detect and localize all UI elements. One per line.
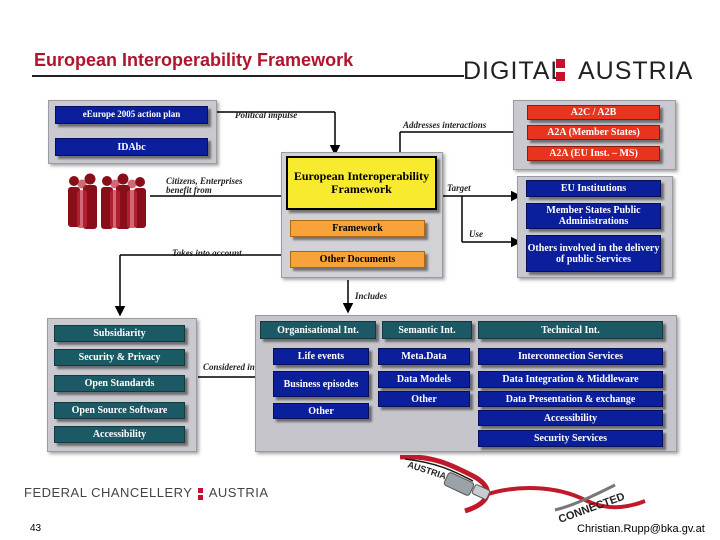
target-label: Target xyxy=(447,183,471,193)
a2a-eu-inst-item: A2A (EU Inst. – MS) xyxy=(527,146,660,161)
brand-mark-bottom xyxy=(556,72,565,81)
framework-box: Framework xyxy=(290,220,425,237)
use-label: Use xyxy=(469,229,483,239)
organisational-int-header: Organisational Int. xyxy=(260,321,376,339)
political-impulse-label: Political impulse xyxy=(235,110,298,120)
people-figures-icon xyxy=(68,173,146,229)
a2c-item: A2C / A2B xyxy=(527,105,660,120)
interconnection-services-box: Interconnection Services xyxy=(478,348,663,365)
other-documents-box: Other Documents xyxy=(290,251,425,268)
open-source-software-box: Open Source Software xyxy=(54,402,185,419)
federal-chancellery-logo: FEDERAL CHANCELLERY AUSTRIA xyxy=(24,485,269,500)
eif-box: European Interoperability Framework xyxy=(286,156,437,210)
metadata-box: Meta.Data xyxy=(378,348,470,365)
page-number: 43 xyxy=(30,523,42,534)
life-events-box: Life events xyxy=(273,348,369,365)
title-underline xyxy=(32,75,464,77)
brand-austria: AUSTRIA xyxy=(578,57,694,85)
open-standards-box: Open Standards xyxy=(54,375,185,392)
citizens-label: Citizens, Enterprises benefit from xyxy=(166,176,243,196)
takes-into-account-label: Takes into account xyxy=(172,248,242,258)
data-models-box: Data Models xyxy=(378,371,470,388)
page-title: European Interoperability Framework xyxy=(34,50,354,70)
eeurope-plan-box: eEurope 2005 action plan xyxy=(55,106,208,124)
principles-accessibility-box: Accessibility xyxy=(54,426,185,443)
chancellery-right-text: AUSTRIA xyxy=(208,485,269,500)
includes-label: Includes xyxy=(355,291,388,301)
sem-other-box: Other xyxy=(378,391,470,407)
subsidiarity-box: Subsidiarity xyxy=(54,325,185,342)
connected-austria-cable-icon: AUSTRIA CONNECTED xyxy=(399,455,646,525)
chancellery-mark xyxy=(198,487,204,500)
chancellery-left-text: FEDERAL CHANCELLERY xyxy=(24,485,193,500)
a2a-member-states-item: A2A (Member States) xyxy=(527,125,660,140)
semantic-int-header: Semantic Int. xyxy=(382,321,472,339)
technical-int-header: Technical Int. xyxy=(478,321,663,339)
addresses-interactions-label: Addresses interactions xyxy=(403,120,487,130)
data-integration-box: Data Integration & Middleware xyxy=(478,371,663,388)
data-presentation-box: Data Presentation & exchange xyxy=(478,391,663,407)
tech-accessibility-box: Accessibility xyxy=(478,410,663,426)
business-episodes-box: Business episodes xyxy=(273,371,369,397)
org-other-box: Other xyxy=(273,403,369,419)
others-involved-box: Others involved in the delivery of publi… xyxy=(526,235,661,272)
security-privacy-box: Security & Privacy xyxy=(54,349,185,366)
author-email: Christian.Rupp@bka.gv.at xyxy=(577,523,705,535)
brand-mark-top xyxy=(556,59,565,68)
eu-institutions-box: EU Institutions xyxy=(526,180,661,197)
considered-in-label: Considered in xyxy=(203,362,255,372)
member-states-box: Member States Public Administrations xyxy=(526,203,661,229)
brand-digital: DIGITAL xyxy=(463,57,566,85)
idabc-box: IDAbc xyxy=(55,138,208,156)
security-services-box: Security Services xyxy=(478,430,663,447)
